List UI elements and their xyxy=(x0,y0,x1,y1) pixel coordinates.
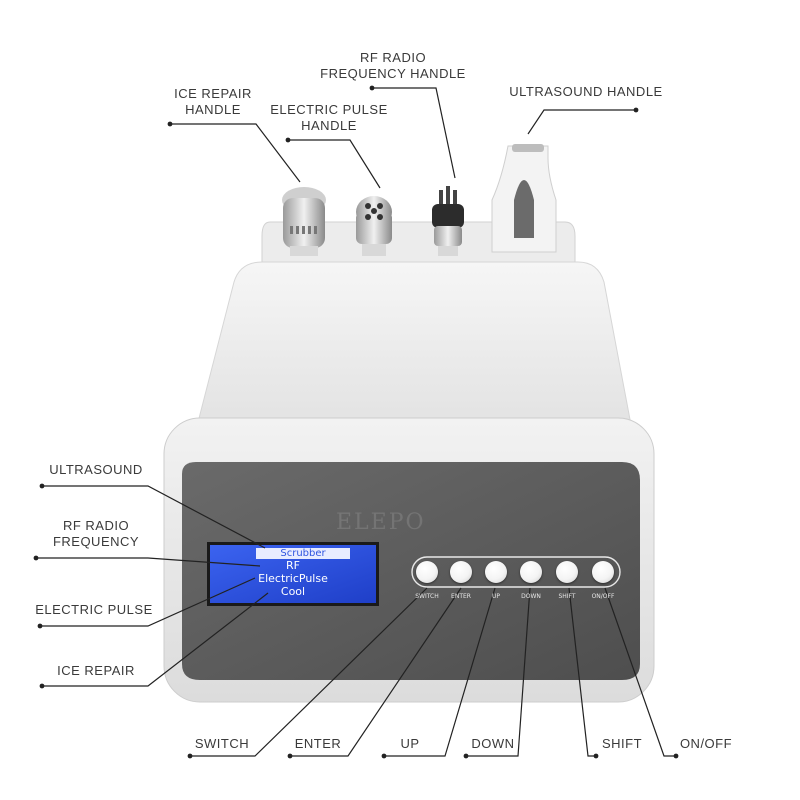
ultrasound-handle xyxy=(491,144,557,253)
rf-handle-label-line2: FREQUENCY HANDLE xyxy=(320,66,466,81)
electric-pulse-handle-label-line1: ELECTRIC PULSE xyxy=(270,102,388,117)
lcd-line-rf: RF xyxy=(286,559,300,572)
rf-radio-frequency-label-line1: RF RADIO xyxy=(62,518,130,533)
rf-handle-label-line1: RF RADIO xyxy=(359,50,427,65)
control-panel xyxy=(182,462,640,680)
up-label: UP xyxy=(400,736,420,751)
lcd-line-electric-pulse: ElectricPulse xyxy=(258,572,328,585)
electric-pulse-label: ELECTRIC PULSE xyxy=(35,602,153,617)
down-button[interactable] xyxy=(520,561,542,583)
lcd-line-scrubber: Scrubber xyxy=(280,548,326,559)
body-top xyxy=(195,261,633,431)
leader-lines xyxy=(36,87,676,757)
enter-label: ENTER xyxy=(294,736,342,751)
ice-repair-handle-label-line1: ICE REPAIR xyxy=(174,86,252,101)
button-strip xyxy=(411,556,621,588)
switch-button-label: SWITCH xyxy=(415,593,439,600)
ultrasound-label: ULTRASOUND xyxy=(49,462,143,477)
lcd-line-cool: Cool xyxy=(280,585,306,598)
shift-button[interactable] xyxy=(556,561,578,583)
on-off-label: ON/OFF xyxy=(679,736,733,751)
up-button-label: UP xyxy=(491,593,500,600)
enter-button[interactable] xyxy=(450,561,472,583)
switch-label: SWITCH xyxy=(194,736,250,751)
ice-repair-handle-label-line2: HANDLE xyxy=(185,102,241,117)
enter-button-label: ENTER xyxy=(451,593,471,600)
shift-button-label: SHIFT xyxy=(558,593,576,600)
leader-dots xyxy=(33,85,679,759)
on-off-button[interactable] xyxy=(592,561,614,583)
ice-repair-label: ICE REPAIR xyxy=(57,663,135,678)
lcd-highlight xyxy=(256,548,350,559)
ultrasound-handle-label: ULTRASOUND HANDLE xyxy=(509,84,663,99)
ice-repair-handle xyxy=(282,187,326,256)
down-button-label: DOWN xyxy=(521,593,541,600)
on-off-button-label: ON/OFF xyxy=(591,593,615,600)
brand-watermark: ELEPO xyxy=(336,510,426,535)
electric-pulse-handle xyxy=(356,196,392,256)
electric-pulse-handle-label-line2: HANDLE xyxy=(301,118,357,133)
down-label: DOWN xyxy=(471,736,515,751)
rf-handle xyxy=(432,186,464,256)
switch-button[interactable] xyxy=(416,561,438,583)
rf-radio-frequency-label-line2: FREQUENCY xyxy=(52,534,140,549)
shift-label: SHIFT xyxy=(601,736,643,751)
up-button[interactable] xyxy=(485,561,507,583)
